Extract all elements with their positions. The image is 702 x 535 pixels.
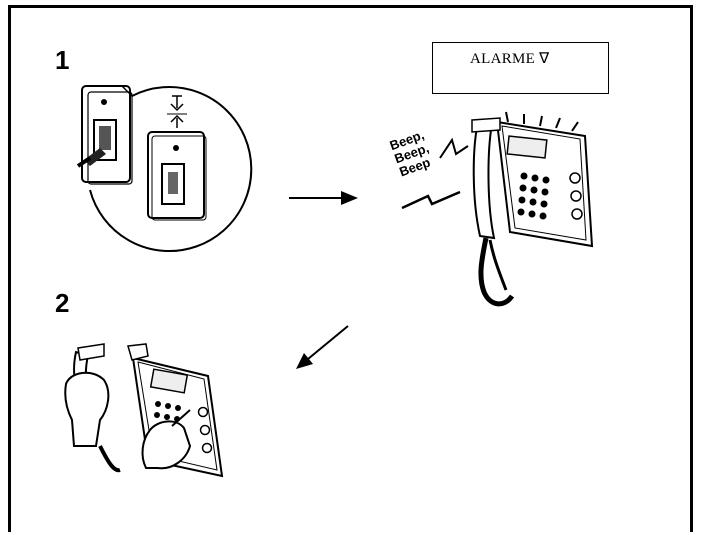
phone-answer-icon: [65, 344, 222, 476]
ringing-phone-icon: [402, 112, 592, 304]
socket-closeup-icon: [148, 96, 206, 220]
arrow-right-icon: [289, 191, 358, 205]
arrow-down-left-icon: [296, 326, 348, 369]
wall-socket-icon: [78, 86, 132, 184]
